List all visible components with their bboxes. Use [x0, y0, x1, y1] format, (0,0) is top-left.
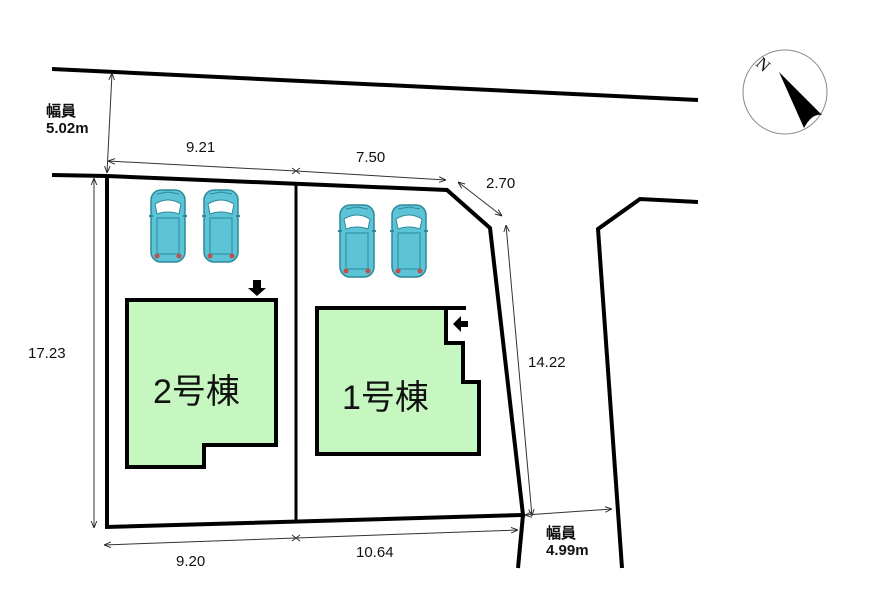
- dim-bottom-right: 10.64: [356, 544, 394, 561]
- north-road-width: 幅員 5.02m: [46, 103, 89, 137]
- building-1: [315, 306, 481, 456]
- dim-left-side: 17.23: [28, 345, 66, 362]
- road-width-value: 4.99m: [546, 542, 589, 559]
- east-road-width: 幅員 4.99m: [546, 525, 589, 559]
- dim-top-right: 7.50: [356, 149, 386, 166]
- compass-north-icon: [742, 49, 828, 135]
- dim-bottom-left: 9.20: [176, 553, 206, 570]
- road-width-value: 5.02m: [46, 120, 89, 137]
- building-1-label: 1号棟: [342, 379, 429, 417]
- dimension-lines: [94, 73, 612, 545]
- dim-corner-cut: 2.70: [486, 175, 516, 192]
- parking-cars: [148, 189, 429, 278]
- road-label: 幅員: [46, 103, 77, 120]
- dim-top-left: 9.21: [186, 139, 216, 156]
- building-2: [125, 280, 278, 469]
- east-road: [516, 196, 699, 569]
- road-label: 幅員: [546, 525, 577, 542]
- north-road: [51, 67, 699, 178]
- dim-right-side: 14.22: [528, 354, 566, 371]
- building-2-label: 2号棟: [153, 373, 240, 411]
- entrance-arrow-icon: [453, 316, 468, 332]
- entrance-arrow-icon: [248, 280, 266, 296]
